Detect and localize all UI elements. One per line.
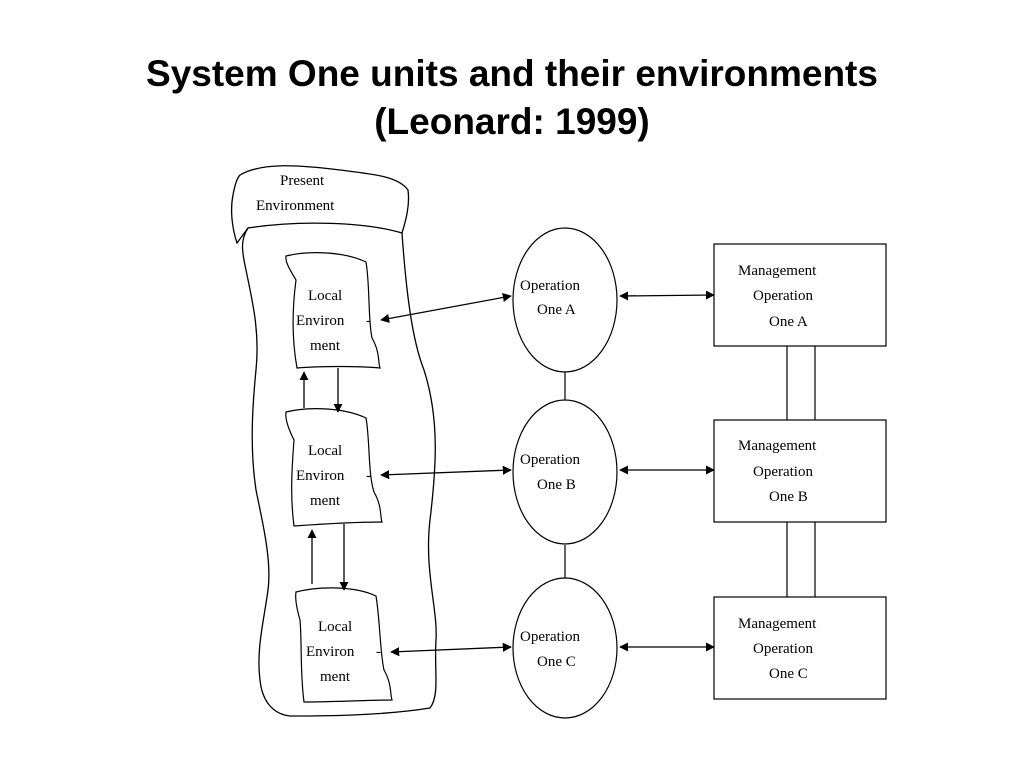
operation-c-line-1: Operation (520, 629, 580, 645)
management-c-box (713, 596, 887, 700)
local-environment-c-hyphen: - (376, 644, 381, 660)
local-environment-b-line-1: Local (308, 443, 342, 459)
local-environment-b-hyphen: - (366, 468, 371, 484)
arrow-local-a-operation-a (380, 293, 512, 323)
management-b-line-1: Management (738, 438, 817, 454)
operation-b-line-2: One B (537, 477, 576, 493)
operation-a-line-1: Operation (520, 278, 580, 294)
local-environment-a-shape (285, 252, 381, 369)
present-environment-label-1: Present (280, 173, 325, 189)
management-b-line-2: Operation (753, 464, 813, 480)
management-a-line-3: One A (769, 314, 808, 330)
local-environment-b-shape (285, 408, 383, 527)
local-environment-b-line-2: Environ (296, 468, 345, 484)
present-environment-label-2: Environment (256, 198, 335, 214)
operation-c-ellipse (512, 577, 618, 719)
local-environment-a-hyphen: - (366, 313, 371, 329)
management-a-line-1: Management (738, 263, 817, 279)
operation-b-ellipse (512, 399, 618, 545)
management-b-box (713, 419, 887, 523)
management-a-box (713, 243, 887, 347)
management-c-line-1: Management (738, 616, 817, 632)
title-line-1: System One units and their environments (146, 53, 878, 94)
operation-b-line-1: Operation (520, 452, 580, 468)
local-environment-a-line-3: ment (310, 338, 341, 354)
local-environment-b-line-3: ment (310, 493, 341, 509)
slide-title: System One units and their environments … (0, 50, 1024, 146)
arrow-local-c-operation-c (390, 642, 512, 657)
operation-c-line-2: One C (537, 654, 576, 670)
arrow-operation-a-management-a (619, 290, 715, 301)
title-line-2: (Leonard: 1999) (374, 101, 650, 142)
management-c-line-2: Operation (753, 641, 813, 657)
arrow-local-b-operation-b (380, 465, 512, 480)
local-environment-c-line-1: Local (318, 619, 352, 635)
local-environment-c-shape (295, 587, 393, 703)
operation-a-ellipse (512, 227, 618, 373)
local-environment-a-line-2: Environ (296, 313, 345, 329)
local-environment-c-line-2: Environ (306, 644, 355, 660)
operation-a-line-2: One A (537, 302, 576, 318)
local-environment-a-line-1: Local (308, 288, 342, 304)
management-b-line-3: One B (769, 489, 808, 505)
management-c-line-3: One C (769, 666, 808, 682)
local-environment-c-line-3: ment (320, 669, 351, 685)
management-a-line-2: Operation (753, 288, 813, 304)
